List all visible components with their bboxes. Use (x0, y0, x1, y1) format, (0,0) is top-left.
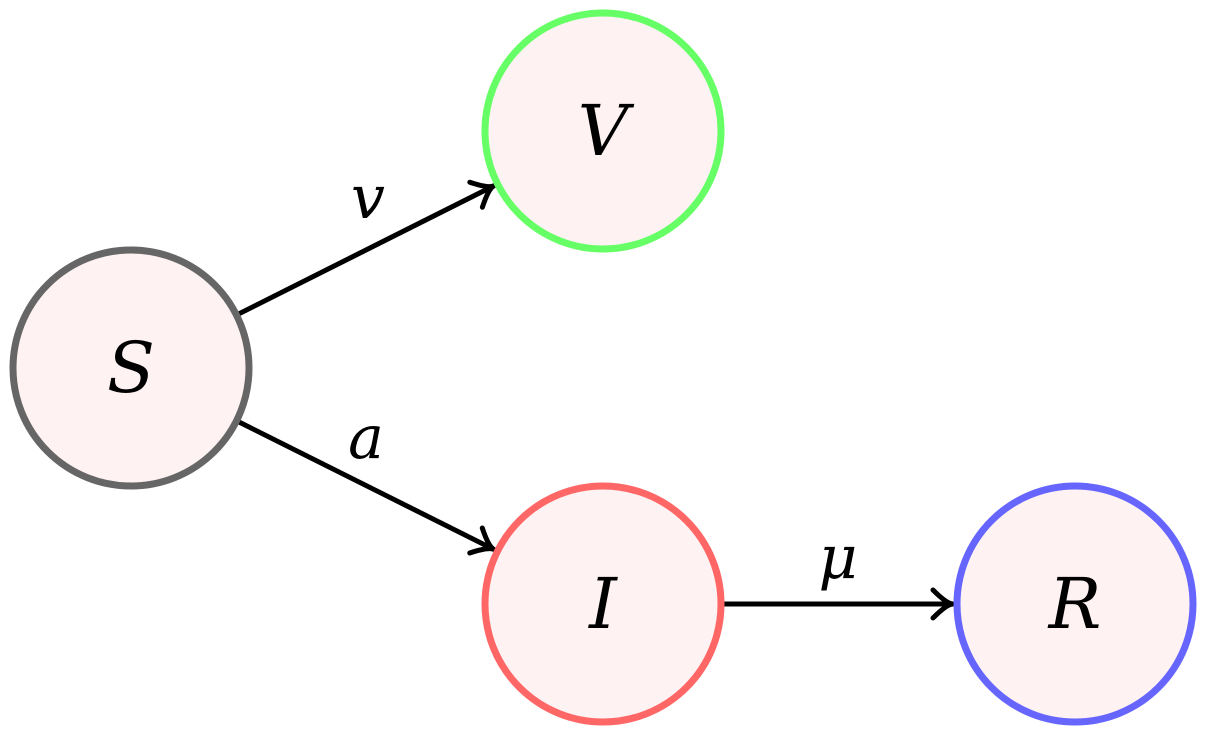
edge-label-s-i: a (348, 403, 384, 473)
node-r: R (953, 482, 1197, 726)
node-circle-s (9, 246, 253, 490)
edge-line (235, 183, 496, 318)
arrow-head (930, 587, 956, 621)
edge-s-to-i: a (235, 403, 497, 556)
node-circle-v (481, 9, 725, 253)
node-label-s: S (107, 327, 155, 409)
node-circle-i (481, 482, 725, 726)
node-s: S (9, 246, 253, 490)
node-label-r: R (1047, 563, 1102, 645)
edge-i-to-r: μ (721, 523, 956, 621)
node-label-v: V (578, 90, 635, 172)
node-i: I (481, 482, 725, 726)
edge-label-s-v: v (351, 163, 385, 233)
node-label-i: I (587, 563, 618, 645)
node-circle-r (953, 482, 1197, 726)
edges-layer: v a μ (235, 163, 956, 621)
nodes-layer: S V I R (9, 9, 1197, 726)
edge-line (235, 418, 495, 552)
node-v: V (481, 9, 725, 253)
edge-label-i-r: μ (819, 523, 858, 593)
edge-s-to-v: v (235, 163, 497, 318)
arrow-head (467, 179, 497, 210)
arrow-head (467, 525, 497, 556)
